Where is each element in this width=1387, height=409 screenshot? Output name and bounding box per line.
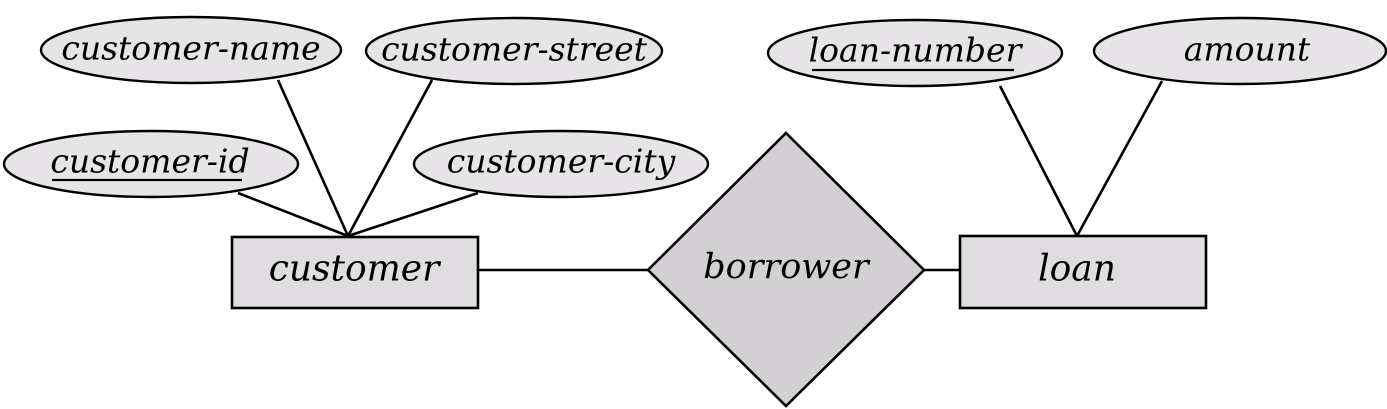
entity-label: customer bbox=[269, 249, 441, 290]
attribute-customer-id: customer-id bbox=[2, 129, 300, 199]
attribute-label: customer-id bbox=[50, 142, 249, 181]
attribute-label: customer-street bbox=[381, 30, 648, 69]
entity-label: loan bbox=[1038, 249, 1116, 290]
relationship-shape bbox=[646, 131, 926, 408]
link-customer-city bbox=[347, 191, 479, 238]
attribute-label: amount bbox=[1184, 30, 1311, 69]
link-customer-name bbox=[276, 79, 350, 237]
entity-shape bbox=[958, 234, 1208, 310]
attribute-loan-number: loan-number bbox=[766, 18, 1064, 88]
entity-customer: customer bbox=[230, 235, 480, 310]
attribute-label: loan-number bbox=[809, 31, 1024, 70]
attribute-customer-name: customer-name bbox=[39, 15, 343, 85]
attribute-shape bbox=[39, 15, 343, 85]
relationship-borrower: borrower bbox=[646, 131, 926, 408]
attribute-label: customer-city bbox=[447, 142, 676, 181]
connector-lines bbox=[237, 79, 1164, 272]
attribute-amount: amount bbox=[1092, 16, 1387, 86]
attribute-customer-street: customer-street bbox=[364, 16, 664, 86]
link-loan-number bbox=[998, 85, 1079, 237]
attribute-shape bbox=[364, 16, 664, 86]
attribute-shape bbox=[412, 129, 710, 199]
link-customer-id bbox=[237, 191, 349, 238]
link-amount bbox=[1075, 80, 1164, 237]
link-customer-street bbox=[346, 79, 434, 237]
attribute-shape bbox=[1092, 16, 1387, 86]
attribute-customer-city: customer-city bbox=[412, 129, 710, 199]
entity-shape bbox=[230, 235, 480, 310]
entity-loan: loan bbox=[958, 234, 1208, 310]
relationship-label: borrower bbox=[703, 247, 871, 287]
attribute-label: customer-name bbox=[61, 29, 320, 68]
